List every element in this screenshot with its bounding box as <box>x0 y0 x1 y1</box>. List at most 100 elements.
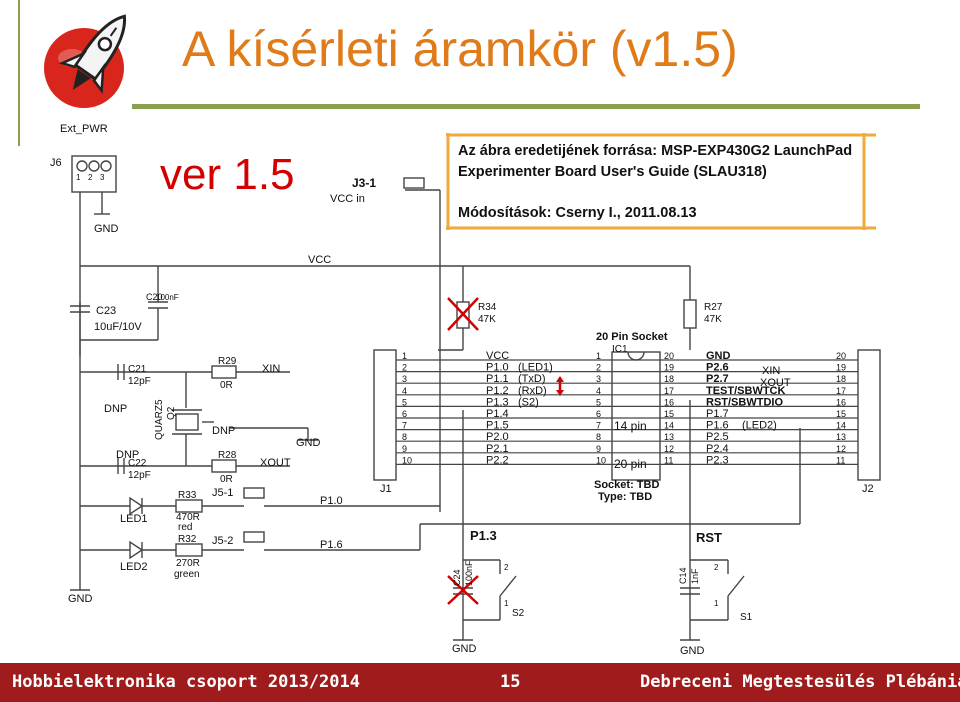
ic-pin-right-number: 20 <box>664 351 674 361</box>
ic-pin-left-number: 3 <box>596 374 601 384</box>
label-ext-pwr: Ext_PWR <box>60 123 108 135</box>
label-c24: C24 <box>452 569 462 586</box>
label-dnp-3: DNP <box>116 449 139 461</box>
label-s2: S2 <box>512 608 525 619</box>
ic-pin-right-number: 13 <box>664 432 674 442</box>
label-led2: LED2 <box>120 561 148 573</box>
label-p13: P1.3 <box>470 528 497 543</box>
j1-pin-number: 10 <box>402 455 412 465</box>
signal-annotation: (RxD) <box>518 385 547 397</box>
label-socket-type: Socket: TBD <box>594 479 659 491</box>
label-c14-value: 1nF <box>690 568 700 584</box>
footer-left: Hobbielektronika csoport 2013/2014 <box>12 672 360 692</box>
s2-pin-1: 1 <box>504 599 509 608</box>
j2-pin-number: 19 <box>836 363 846 373</box>
label-p16: P1.6 <box>320 539 343 551</box>
label-gnd-s1: GND <box>680 645 705 657</box>
label-j3-1: J3-1 <box>352 176 376 190</box>
ic-pin-right-number: 14 <box>664 421 674 431</box>
signal-left-label: P1.3 <box>486 396 509 408</box>
signal-right-label: P2.7 <box>706 373 729 385</box>
label-rst: RST <box>696 530 722 545</box>
version-label: ver 1.5 <box>160 150 295 199</box>
label-dnp-2: DNP <box>212 425 235 437</box>
signal-left-label: VCC <box>486 350 509 362</box>
label-c23: C23 <box>96 305 116 317</box>
slide-title: A kísérleti áramkör (v1.5) <box>182 21 738 77</box>
signal-annotation: (S2) <box>518 396 539 408</box>
ic-pin-left-number: 9 <box>596 444 601 454</box>
signal-right-label: TEST/SBWTCK <box>706 385 785 397</box>
label-j2: J2 <box>862 483 874 495</box>
label-socket-type-2: Type: TBD <box>598 491 652 503</box>
label-r32: R32 <box>178 534 197 545</box>
label-j6: J6 <box>50 157 62 169</box>
s1-pin-1: 1 <box>714 599 719 608</box>
j1-pin-number: 6 <box>402 409 407 419</box>
signal-right-label: P2.6 <box>706 362 729 374</box>
label-j1: J1 <box>380 483 392 495</box>
label-j5-2: J5-2 <box>212 535 233 547</box>
label-q2: Q2 <box>166 406 177 420</box>
label-r29-value: 0R <box>220 380 233 391</box>
ic-pin-right-number: 12 <box>664 444 674 454</box>
signal-left-label: P1.2 <box>486 385 509 397</box>
label-c23-value: 10uF/10V <box>94 321 142 333</box>
j1-pin-number: 2 <box>402 363 407 373</box>
label-r34: R34 <box>478 302 497 313</box>
label-20-pin: 20 pin <box>614 457 647 471</box>
circuit-schematic: 11VCC20GND2022P1.019P2.619(LED1)33P1.118… <box>50 123 881 657</box>
ic-pin-left-number: 7 <box>596 421 601 431</box>
label-xout: XOUT <box>260 457 291 469</box>
signal-right-label: P1.7 <box>706 408 729 420</box>
label-r33-color: red <box>178 522 192 533</box>
label-quartz: QUARZ5 <box>154 399 165 440</box>
ic-pin-right-number: 15 <box>664 409 674 419</box>
label-gnd-quartz: GND <box>296 437 321 449</box>
ic-pin-left-number: 4 <box>596 386 601 396</box>
label-p10: P1.0 <box>320 495 343 507</box>
j2-pin-number: 11 <box>836 455 845 465</box>
label-c22-value: 12pF <box>128 470 151 481</box>
ic-pin-right-number: 17 <box>664 386 674 396</box>
j2-pin-number: 12 <box>836 444 846 454</box>
signal-right-label: P2.5 <box>706 431 729 443</box>
label-14-pin: 14 pin <box>614 419 647 433</box>
label-c22: C22 <box>128 458 147 469</box>
label-r29: R29 <box>218 356 237 367</box>
title-accent-rule <box>132 104 920 109</box>
label-vcc-in: VCC in <box>330 193 365 205</box>
signal-annotation-led2: (LED2) <box>742 420 777 432</box>
signal-right-label: P2.3 <box>706 454 729 466</box>
j6-pin-1: 1 <box>76 173 81 182</box>
label-socket-title: 20 Pin Socket <box>596 331 668 343</box>
j1-pin-number: 1 <box>402 351 407 361</box>
label-r33-value: 470R <box>176 512 200 523</box>
j6-pin-3: 3 <box>100 173 105 182</box>
j2-pin-number: 14 <box>836 421 846 431</box>
label-led1: LED1 <box>120 513 148 525</box>
ic-pin-right-number: 16 <box>664 397 674 407</box>
rocket-logo-icon <box>44 14 126 108</box>
j1-pin-number: 7 <box>402 421 407 431</box>
label-c21-value: 12pF <box>128 376 151 387</box>
label-xin: XIN <box>262 363 280 375</box>
signal-annotation: (TxD) <box>518 373 546 385</box>
signal-annotation: (LED1) <box>518 362 553 374</box>
signal-left-label: P1.4 <box>486 408 509 420</box>
label-ic1: IC1 <box>612 344 628 355</box>
s2-pin-2: 2 <box>504 563 509 572</box>
label-r32-value: 270R <box>176 558 200 569</box>
signal-left-label: P1.0 <box>486 362 509 374</box>
j2-pin-number: 16 <box>836 397 846 407</box>
ic-pin-left-number: 2 <box>596 363 601 373</box>
note-source-line-2: Experimenter Board User's Guide (SLAU318… <box>458 164 767 180</box>
label-r34-value: 47K <box>478 314 496 325</box>
ic-pin-left-number: 6 <box>596 409 601 419</box>
j1-pin-number: 3 <box>402 374 407 384</box>
ic-pin-left-number: 5 <box>596 397 601 407</box>
label-gnd-s2: GND <box>452 643 477 655</box>
label-c20-value: 100nF <box>156 293 179 302</box>
label-gnd-left: GND <box>68 593 93 605</box>
